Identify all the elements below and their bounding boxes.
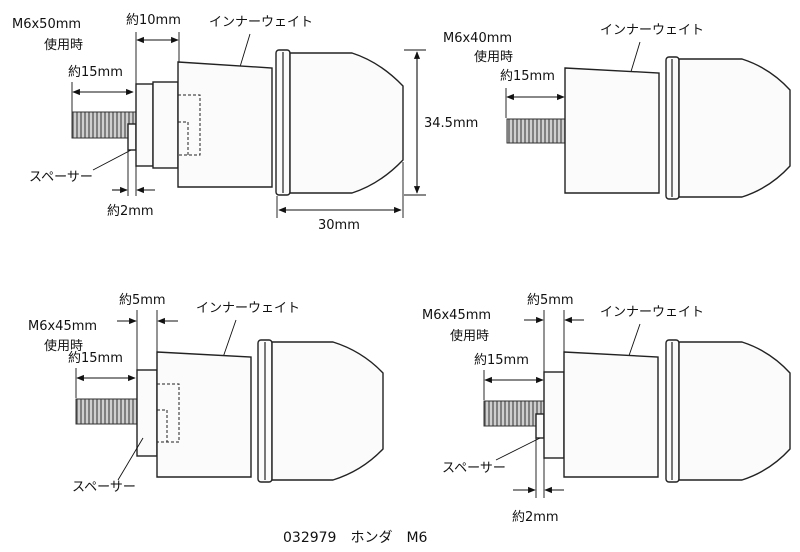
bolt-size-label: M6x45mm <box>422 308 491 323</box>
inner-weight-body <box>177 61 273 188</box>
panel-top-left: M6x50mm 使用時 約10mm 約15mm インナーウェイト スペーサー 約… <box>12 13 478 233</box>
bolt-thread <box>75 398 138 425</box>
bolt-size-label: M6x40mm <box>443 31 512 46</box>
end-cap-body <box>289 52 404 194</box>
dim-spacer-label: 約2mm <box>512 510 559 525</box>
inner-weight-body <box>156 351 252 478</box>
bolt-size-label: M6x50mm <box>12 17 81 32</box>
spacer <box>535 413 545 439</box>
spacer-label: スペーサー <box>442 461 506 476</box>
spacer-leader <box>117 437 144 481</box>
bolt-collar <box>152 81 179 169</box>
panel-bottom-right: M6x45mm 使用時 約5mm 約15mm インナーウェイト スペーサー 約2… <box>422 293 791 525</box>
in-use-label: 使用時 <box>44 338 83 354</box>
inner-weight-body <box>563 351 659 478</box>
dim-thread-label: 約15mm <box>68 351 123 366</box>
end-cap-body <box>678 341 791 481</box>
dim-thread-label: 約15mm <box>68 65 123 80</box>
in-use-label: 使用時 <box>44 37 83 53</box>
spacer-label: スペーサー <box>29 170 93 185</box>
spacer-label: スペーサー <box>72 480 136 495</box>
length-label: 30mm <box>318 218 360 233</box>
bolt-thread <box>483 400 545 427</box>
inner-weight-body <box>564 67 660 194</box>
inner-weight-label: インナーウェイト <box>196 301 300 316</box>
bolt-thread <box>506 118 566 144</box>
in-use-label: 使用時 <box>450 328 489 344</box>
bolt-head <box>543 371 565 459</box>
hidden-bolt-head-outline <box>178 94 201 156</box>
dim-top-label: 約5mm <box>119 293 166 308</box>
inner-weight-label: インナーウェイト <box>600 305 704 320</box>
spacer <box>127 123 137 151</box>
caption: 032979 ホンダ M6 <box>283 530 428 546</box>
end-cap-body <box>271 341 384 481</box>
bolt-size-label: M6x45mm <box>28 319 97 334</box>
spacer-leader <box>92 149 132 171</box>
dim-top-label: 約10mm <box>126 13 181 28</box>
panel-bottom-left: M6x45mm 使用時 約5mm 約15mm インナーウェイト スペーサー <box>28 293 384 495</box>
end-cap-body <box>678 58 791 198</box>
inner-weight-label: インナーウェイト <box>600 23 704 38</box>
inner-weight-label: インナーウェイト <box>209 15 313 30</box>
dim-thread-label: 約15mm <box>474 353 529 368</box>
dim-top-label: 約5mm <box>527 293 574 308</box>
bolt-head <box>135 83 154 167</box>
bolt-thread <box>71 111 137 139</box>
spacer-leader <box>495 437 541 461</box>
dim-spacer-label: 約2mm <box>107 204 154 219</box>
dim-thread-label: 約15mm <box>500 69 555 84</box>
hidden-bolt-head-outline <box>157 383 180 443</box>
panel-top-right: M6x40mm 使用時 約15mm インナーウェイト <box>443 23 791 200</box>
height-label: 34.5mm <box>424 116 478 131</box>
in-use-label: 使用時 <box>474 49 513 65</box>
